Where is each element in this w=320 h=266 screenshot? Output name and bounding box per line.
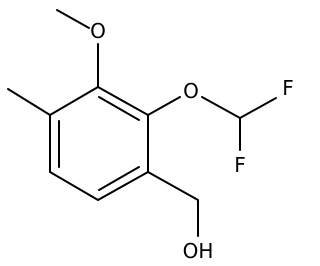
ring-bond-c4-c5: [49, 171, 99, 201]
hydroxyl-label: OH: [183, 239, 214, 263]
benzene-ring: [49, 86, 149, 201]
fluorine-upper-label: F: [282, 76, 294, 100]
ring-bond-c6-c1: [49, 86, 99, 116]
ring-bond-c3-c4: [97, 171, 149, 201]
chemical-structure-diagram: O O F F OH: [7, 9, 294, 263]
difluoromethoxy-bond-ring-o: [147, 96, 181, 116]
methyl-bond: [7, 88, 51, 116]
ring-bond-c1-c2: [97, 86, 149, 116]
difluoromethoxy-bond-o-c: [201, 96, 241, 119]
methoxy-oxygen-label: O: [90, 19, 106, 43]
methoxy-bond-o-ch3: [56, 9, 90, 29]
difluoromethoxy-oxygen-label: O: [183, 79, 199, 103]
fluorine-lower-label: F: [234, 153, 246, 177]
ring-double-bond-c3-c4: [98, 166, 140, 191]
ring-double-bond-c1-c2: [98, 96, 140, 121]
difluoromethoxy-bond-c-f-upper: [239, 97, 277, 119]
hydroxymethyl-bond-ring-ch2: [147, 171, 199, 201]
